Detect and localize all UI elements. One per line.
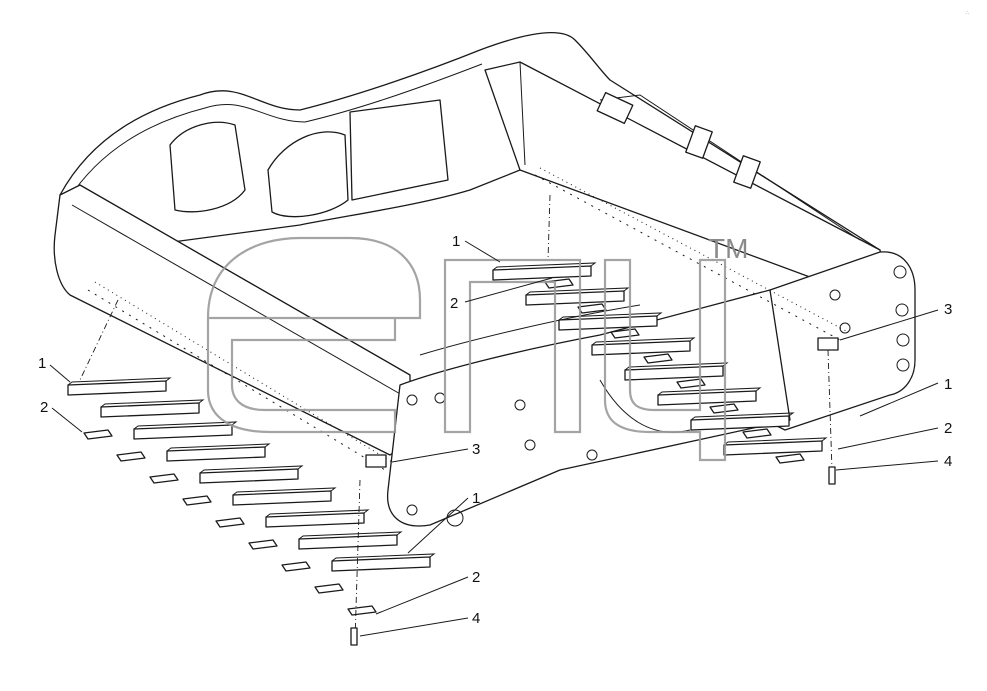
left-edge-bar-top xyxy=(265,509,370,518)
right-spacer-plate xyxy=(643,353,673,364)
right-edge-bar xyxy=(723,440,823,456)
right-edge-bar xyxy=(657,390,757,406)
right-edge-bar-top xyxy=(591,337,696,346)
callout-right-4: 4 xyxy=(944,453,952,470)
left-spacer-plate xyxy=(182,495,212,506)
right-spacer-plate xyxy=(742,428,772,439)
left-edge-bar-top xyxy=(298,531,403,540)
callout-bottom-4: 4 xyxy=(472,610,480,627)
right-edge-bar xyxy=(591,340,691,356)
corner-mark: ∴ xyxy=(966,10,969,16)
left-edge-bar-top xyxy=(166,443,271,452)
left-edge-bar xyxy=(265,512,365,528)
callout-top-2: 2 xyxy=(450,295,458,312)
callout-left-1: 1 xyxy=(38,355,46,372)
right-rail-beam xyxy=(484,61,886,291)
left-spacer-plate xyxy=(116,451,146,462)
right-edge-bar xyxy=(558,315,658,331)
left-edge-bar-top xyxy=(67,377,172,386)
right-bolt xyxy=(828,466,836,485)
left-edge-bar xyxy=(67,380,167,396)
callout-bottom-2: 2 xyxy=(472,569,480,586)
back-plate xyxy=(349,99,449,201)
right-spacer-plate xyxy=(775,453,805,464)
callout-right-3: 3 xyxy=(944,301,952,318)
left-spacer-plate xyxy=(215,517,245,528)
left-bracket xyxy=(365,454,387,468)
right-edge-bar xyxy=(690,415,790,431)
callouts: 1 2 1 2 3 1 2 4 3 1 2 4 xyxy=(38,233,952,637)
callout-top-1: 1 xyxy=(452,233,460,250)
left-edge-bar xyxy=(166,446,266,462)
left-cutting-edges xyxy=(67,377,436,616)
callout-right-1: 1 xyxy=(944,376,952,393)
left-edge-bar-top xyxy=(199,465,304,474)
right-edge-bar xyxy=(492,265,592,281)
left-edge-bar xyxy=(331,556,431,572)
right-edge-bar-top xyxy=(558,312,663,321)
right-spacer-plate xyxy=(544,278,574,289)
watermark: TM xyxy=(206,233,748,462)
right-spacer-plate xyxy=(676,378,706,389)
left-bolt xyxy=(350,627,358,646)
left-spacer-plate xyxy=(281,561,311,572)
callout-left-2: 2 xyxy=(40,399,48,416)
left-edge-bar-top xyxy=(100,399,205,408)
callout-bottom-1: 1 xyxy=(472,490,480,507)
right-edge-bar-top xyxy=(492,262,597,271)
left-edge-bar xyxy=(133,424,233,440)
callout-mid-3: 3 xyxy=(472,441,480,458)
center-window xyxy=(267,131,349,218)
trademark-text: TM xyxy=(708,233,748,264)
left-edge-bar xyxy=(199,468,299,484)
left-edge-bar xyxy=(100,402,200,418)
right-edge-bar-top xyxy=(690,412,795,421)
left-edge-bar xyxy=(298,534,398,550)
left-spacer-plate xyxy=(83,429,113,440)
side-window xyxy=(169,121,246,213)
right-edge-bar xyxy=(624,365,724,381)
right-bracket xyxy=(817,337,839,351)
left-edge-bar-top xyxy=(331,553,436,562)
left-edge-bar xyxy=(232,490,332,506)
left-edge-bar-top xyxy=(232,487,337,496)
left-spacer-plate xyxy=(149,473,179,484)
left-spacer-plate xyxy=(347,605,377,616)
fasteners xyxy=(350,337,839,646)
left-spacer-plate xyxy=(248,539,278,550)
right-edge-bar xyxy=(525,290,625,306)
right-edge-bar-top xyxy=(657,387,762,396)
left-edge-bar-top xyxy=(133,421,238,430)
right-spacer-plate xyxy=(610,328,640,339)
callout-right-2: 2 xyxy=(944,420,952,437)
alignment-lines xyxy=(79,194,833,641)
right-side-plate xyxy=(764,251,916,431)
left-spacer-plate xyxy=(314,583,344,594)
